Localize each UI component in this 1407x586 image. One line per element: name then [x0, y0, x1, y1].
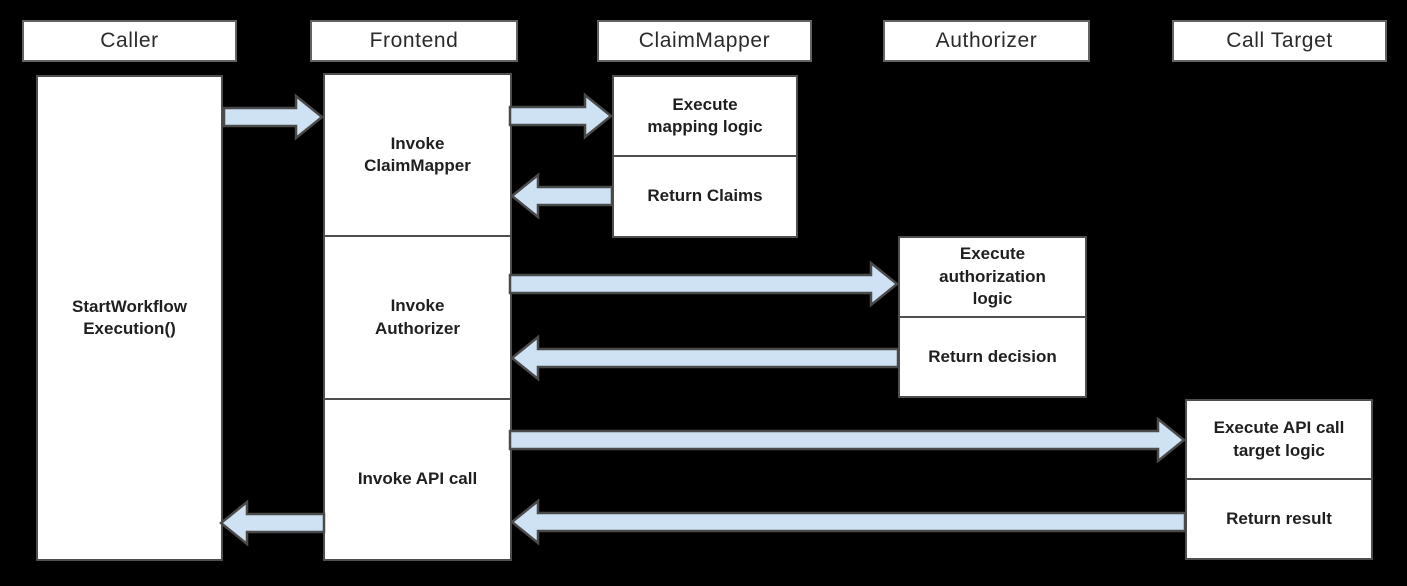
- arrow-caller-to-frontend: [222, 93, 324, 141]
- lifeline-label: Authorizer: [935, 29, 1038, 52]
- activation-claimmapper-execute-mapping-logic: Execute mapping logic: [612, 75, 798, 157]
- activation-authorizer-return-decision: Return decision: [898, 316, 1087, 398]
- activation-caller-startworkflowexecution: StartWorkflow Execution(): [36, 75, 223, 561]
- lifeline-label: Call Target: [1226, 29, 1333, 52]
- activation-label: Invoke ClaimMapper: [364, 133, 471, 175]
- lifeline-header-caller: Caller: [22, 20, 237, 62]
- activation-label: Execute mapping logic: [647, 94, 763, 136]
- lifeline-header-call-target: Call Target: [1172, 20, 1387, 62]
- activation-label: Invoke Authorizer: [375, 296, 460, 338]
- activation-label: Return Claims: [647, 186, 763, 206]
- arrow-frontend-to-caller-return: [219, 499, 326, 547]
- lifeline-header-claimmapper: ClaimMapper: [597, 20, 812, 62]
- activation-call-target-return-result: Return result: [1185, 478, 1373, 560]
- arrow-frontend-to-call-target: [508, 416, 1186, 464]
- activation-claimmapper-return-claims: Return Claims: [612, 155, 798, 238]
- arrow-frontend-to-authorizer: [508, 260, 899, 308]
- activation-label: StartWorkflow Execution(): [72, 296, 187, 338]
- activation-label: Execute API call target logic: [1213, 418, 1345, 460]
- arrow-authorizer-to-frontend-return-decision: [510, 334, 900, 382]
- lifeline-header-authorizer: Authorizer: [883, 20, 1090, 62]
- activation-frontend-invoke-api-call: Invoke API call: [323, 398, 512, 561]
- lifeline-label: Frontend: [369, 29, 459, 52]
- arrow-frontend-to-claimmapper: [508, 92, 613, 140]
- arrow-claimmapper-to-frontend-return-claims: [510, 172, 614, 220]
- activation-label: Execute authorization logic: [939, 244, 1046, 309]
- activation-frontend-invoke-claimmapper: Invoke ClaimMapper: [323, 73, 512, 237]
- lifeline-header-frontend: Frontend: [310, 20, 518, 62]
- activation-frontend-invoke-authorizer: Invoke Authorizer: [323, 235, 512, 400]
- activation-label: Return result: [1226, 508, 1332, 528]
- lifeline-label: ClaimMapper: [638, 29, 771, 52]
- activation-label: Invoke API call: [357, 469, 478, 489]
- activation-authorizer-execute-authorization-logic: Execute authorization logic: [898, 236, 1087, 318]
- arrow-call-target-to-frontend-return-result: [510, 498, 1187, 546]
- activation-label: Return decision: [928, 346, 1057, 366]
- lifeline-label: Caller: [100, 29, 159, 52]
- activation-call-target-execute-api-call-target-logic: Execute API call target logic: [1185, 399, 1373, 480]
